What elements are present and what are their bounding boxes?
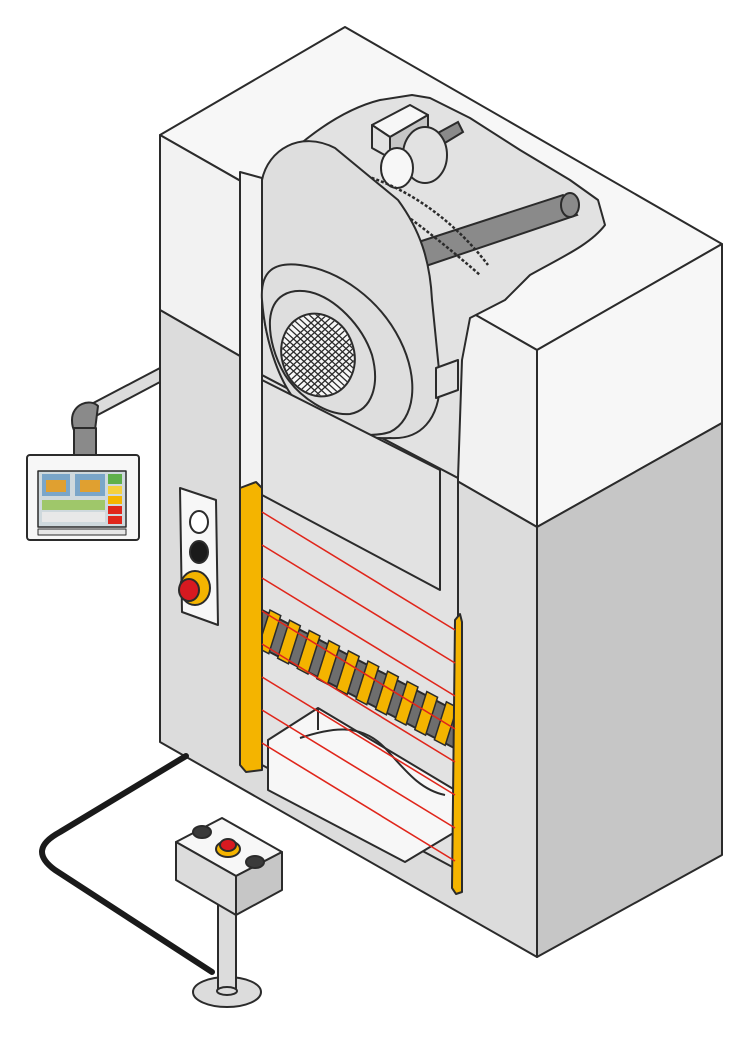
motor-pulley-face xyxy=(380,147,414,189)
light-beam xyxy=(261,610,456,730)
control-cable xyxy=(39,753,215,975)
light-beam xyxy=(261,709,456,829)
light-curtain-right xyxy=(451,613,463,895)
light-curtain-beams xyxy=(261,511,456,862)
shaft-end xyxy=(560,192,580,218)
hmi-touch-panel xyxy=(26,367,161,541)
emergency-stop-icon[interactable] xyxy=(178,578,200,602)
station-button-right[interactable] xyxy=(245,855,265,869)
press-ram xyxy=(261,379,441,591)
light-beam xyxy=(261,643,456,763)
hazard-stripe xyxy=(296,629,321,676)
station-button-left[interactable] xyxy=(192,825,212,839)
hmi-bezel-strip xyxy=(37,528,127,536)
grille-wire xyxy=(292,304,365,406)
start-button-black[interactable] xyxy=(189,540,209,564)
hazard-stripe xyxy=(394,680,419,727)
light-beam xyxy=(261,577,456,697)
light-beam xyxy=(261,544,456,664)
station-emergency-stop[interactable] xyxy=(219,838,237,852)
indicator-lamp-white[interactable] xyxy=(189,510,209,534)
hazard-stripe xyxy=(413,690,439,737)
hazard-stripe xyxy=(374,670,400,716)
light-beam xyxy=(261,742,456,862)
light-curtain-left xyxy=(239,481,263,773)
two-hand-control-icon xyxy=(175,817,283,1008)
chain-upper xyxy=(361,173,489,266)
light-beam xyxy=(261,511,456,631)
hazard-stripe xyxy=(355,659,380,706)
flywheel-housing xyxy=(260,140,459,441)
bearing-block xyxy=(435,359,459,399)
ram-face xyxy=(261,379,441,591)
post-foot xyxy=(216,986,238,996)
hmi-mount xyxy=(73,427,97,457)
light-curtain xyxy=(239,481,463,895)
column-control-box xyxy=(178,487,219,626)
hazard-stripe xyxy=(335,649,361,696)
hmi-screen-content xyxy=(42,474,122,524)
light-beam xyxy=(261,676,456,796)
station-side xyxy=(235,851,283,916)
grille-wire xyxy=(271,304,344,406)
workpiece-contour xyxy=(299,728,446,796)
